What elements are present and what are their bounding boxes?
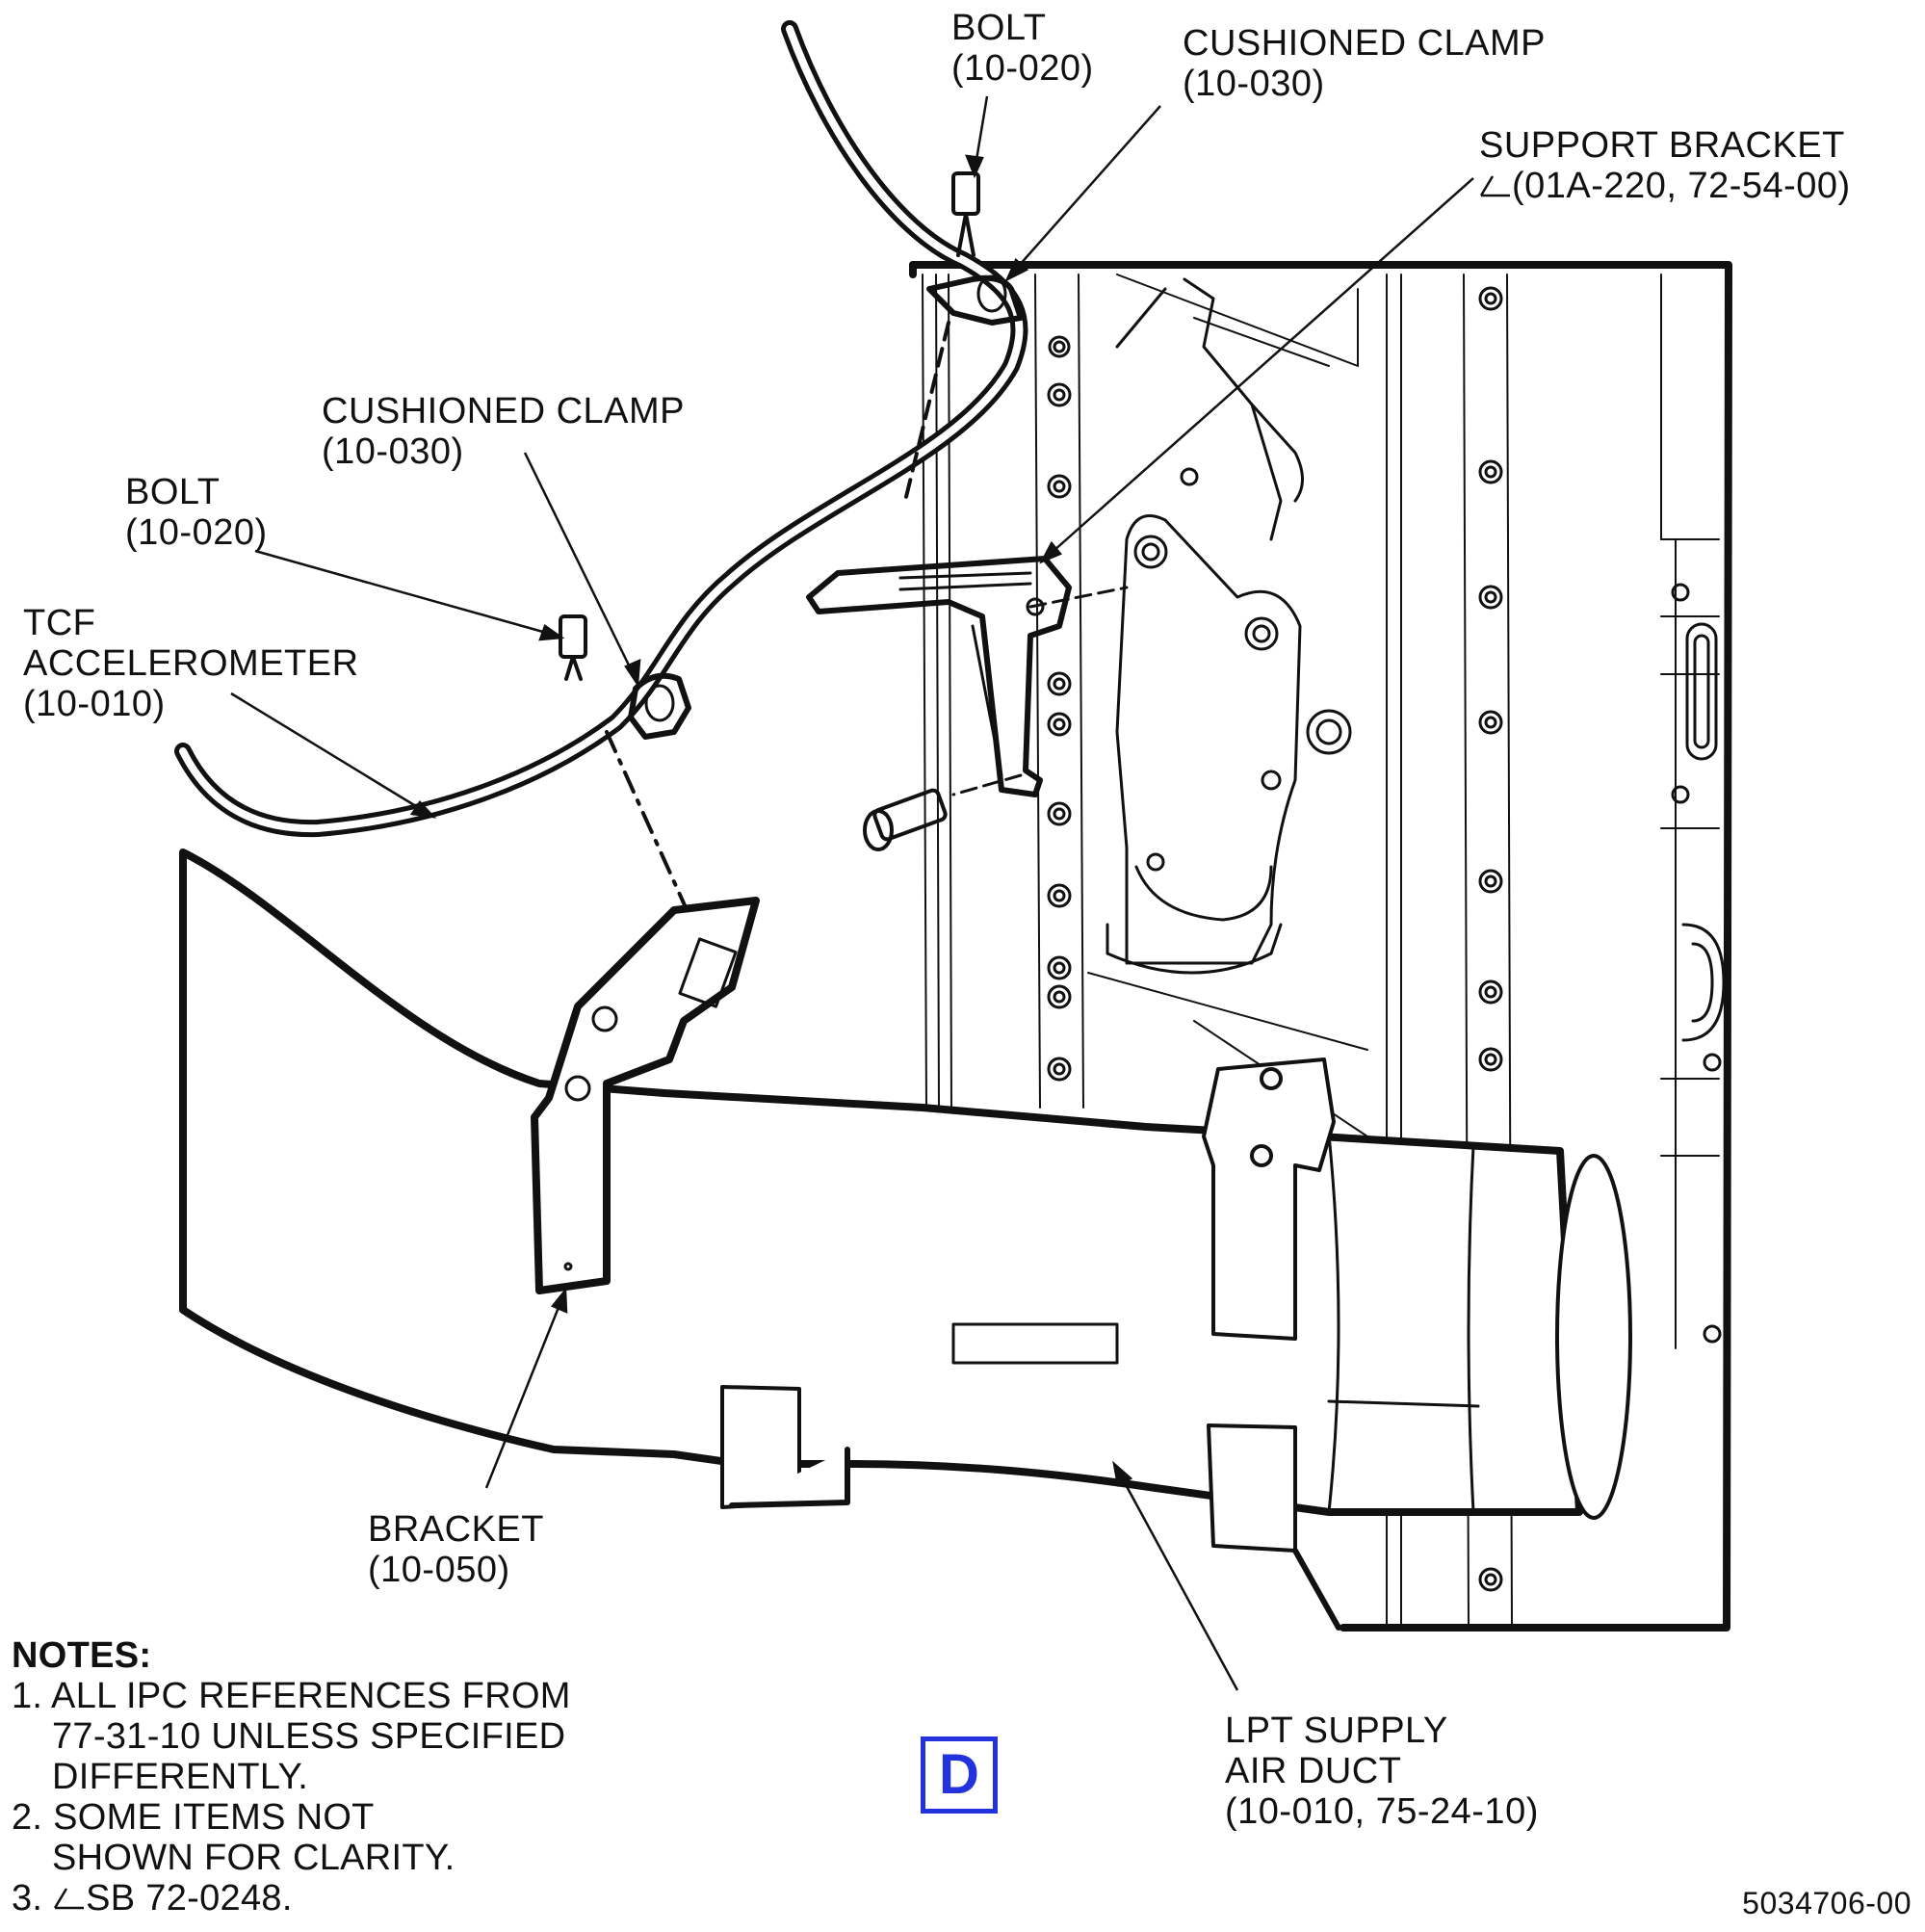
callout-line: (10-030) xyxy=(1183,64,1325,104)
callout-line: (10-030) xyxy=(322,431,464,472)
note-3-number: 3. xyxy=(12,1878,54,1919)
callout-line: CUSHIONED CLAMP xyxy=(322,391,685,431)
engine-structure-panel xyxy=(909,261,1732,1632)
callout-line: (01A-220, 72-54-00) xyxy=(1512,166,1851,206)
leader-lines xyxy=(230,95,1474,1691)
callout-line: BOLT xyxy=(951,8,1047,48)
bolt-top xyxy=(903,171,980,503)
note-3-text: SB 72-0248. xyxy=(86,1878,293,1919)
lpt-supply-air-duct xyxy=(179,849,1632,1520)
support-bracket xyxy=(806,556,1129,797)
notes-heading: NOTES: xyxy=(12,1635,152,1676)
figure-number: 5034706-00 xyxy=(1742,1886,1912,1920)
accelerometer-cable xyxy=(174,20,1028,838)
callout-duct: LPT SUPPLY AIR DUCT (10-010, 75-24-10) xyxy=(1225,1710,1539,1832)
callout-line: TCF xyxy=(23,603,96,643)
note-1-line: DIFFERENTLY. xyxy=(52,1757,309,1797)
callout-clamp-top: CUSHIONED CLAMP (10-030) xyxy=(1183,23,1546,104)
callout-line: AIR DUCT xyxy=(1225,1751,1402,1791)
callout-line: (10-010, 75-24-10) xyxy=(1225,1791,1539,1832)
callout-clamp-left: CUSHIONED CLAMP (10-030) xyxy=(322,391,685,472)
callout-bolt-top: BOLT (10-020) xyxy=(951,8,1094,89)
cushioned-clamp-left xyxy=(628,672,691,740)
callout-support-bracket: SUPPORT BRACKET (01A-220, 72-54-00) xyxy=(1479,125,1851,206)
note-3: 3. SB 72-0248. xyxy=(12,1878,571,1919)
callout-line: ACCELEROMETER xyxy=(23,643,359,684)
callout-line: CUSHIONED CLAMP xyxy=(1183,23,1546,64)
callout-line: (10-020) xyxy=(125,512,268,553)
callout-line: (10-020) xyxy=(951,48,1094,89)
callout-bracket: BRACKET (10-050) xyxy=(368,1509,544,1590)
note-2-line: SHOWN FOR CLARITY. xyxy=(52,1838,455,1878)
callout-line: (10-050) xyxy=(368,1550,510,1590)
duct-strap-clamps xyxy=(720,1057,1341,1631)
view-label: D xyxy=(921,1736,998,1814)
notes-block: NOTES: 1. ALL IPC REFERENCES FROM 77-31-… xyxy=(12,1635,571,1919)
callout-line: SUPPORT BRACKET xyxy=(1479,125,1845,166)
callout-line: BRACKET xyxy=(368,1509,544,1550)
duct-bracket xyxy=(531,897,760,1294)
callout-line: LPT SUPPLY xyxy=(1225,1710,1448,1751)
bolt-support xyxy=(863,788,948,851)
callout-accelerometer: TCF ACCELEROMETER (10-010) xyxy=(23,603,359,724)
callout-line-with-delta: (01A-220, 72-54-00) xyxy=(1479,166,1851,206)
note-1-line: 77-31-10 UNLESS SPECIFIED xyxy=(52,1716,566,1757)
callout-line: BOLT xyxy=(125,472,221,512)
callout-bolt-left: BOLT (10-020) xyxy=(125,472,268,553)
delta-note-icon xyxy=(54,1888,85,1910)
note-2-line: 2. SOME ITEMS NOT xyxy=(12,1797,375,1838)
note-1-line: 1. ALL IPC REFERENCES FROM xyxy=(12,1676,571,1716)
cushioned-clamp-top xyxy=(926,274,1024,326)
delta-note-icon xyxy=(1479,175,1510,197)
callout-line: (10-010) xyxy=(23,684,166,724)
